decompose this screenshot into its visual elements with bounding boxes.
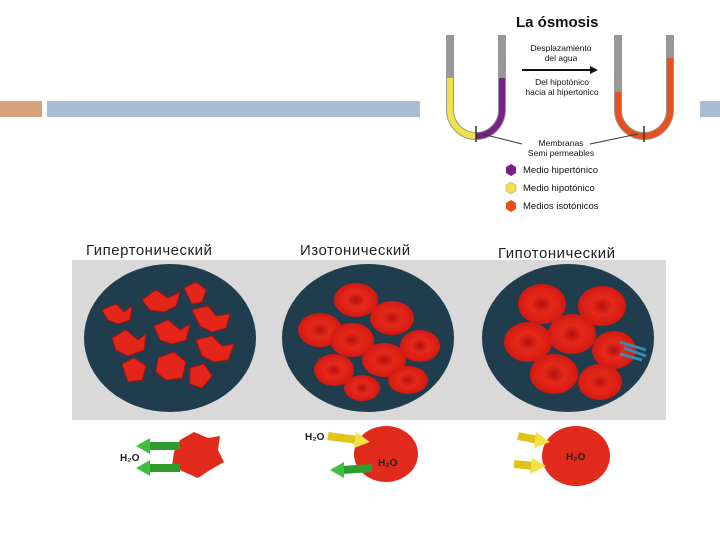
arrow-label-line2: del agua: [544, 53, 578, 63]
flow-label-line2: hacia al hipertonico: [525, 87, 599, 97]
water-balanced-cell: [327, 426, 418, 482]
label-isotonic: Изотонический: [300, 242, 411, 259]
cell-dishes: [84, 264, 654, 412]
water-flow-diagrams: [136, 426, 610, 486]
h2o-label-isotonic-out: H₂O: [305, 432, 325, 443]
legend-item-hypotonic: Medio hipotónico: [505, 179, 599, 197]
dish-hypotonic: [482, 264, 654, 412]
u-tube-right: [614, 35, 674, 142]
water-in-cell: [513, 426, 610, 486]
label-hypertonic: Гипертонический: [86, 242, 213, 259]
h2o-label-hypotonic: H₂O: [566, 452, 586, 463]
u-tube-diagram: [446, 35, 674, 145]
flow-label-line1: Del hipotónico: [535, 77, 589, 87]
label-hypotonic: Гипотонический: [498, 245, 616, 262]
osmosis-title: La ósmosis: [516, 14, 599, 31]
dish-isotonic: [282, 264, 454, 412]
arrow-label-line1: Desplazamiento: [530, 43, 592, 53]
legend-item-hypertonic: Medio hipertónico: [505, 161, 599, 179]
header-divider-bar-right: [700, 101, 720, 117]
h2o-label-hypertonic: H₂O: [120, 453, 140, 464]
header-divider-bar: [47, 101, 420, 117]
membrane-label-line1: Membranas: [538, 138, 584, 148]
hexagon-yellow-icon: [505, 182, 517, 194]
dish-hypertonic: [84, 264, 256, 412]
legend-item-isotonic: Medios isotónicos: [505, 197, 599, 215]
h2o-label-isotonic-in: H₂O: [378, 458, 398, 469]
osmosis-legend: Medio hipertónico Medio hipotónico Medio…: [505, 161, 599, 215]
hexagon-purple-icon: [506, 164, 516, 176]
water-out-cell: [136, 432, 224, 478]
header-accent-bar: [0, 101, 42, 117]
membrane-label-line2: Semi permeables: [527, 148, 595, 158]
u-tube-left: [446, 35, 506, 142]
hexagon-orange-icon: [506, 200, 516, 212]
